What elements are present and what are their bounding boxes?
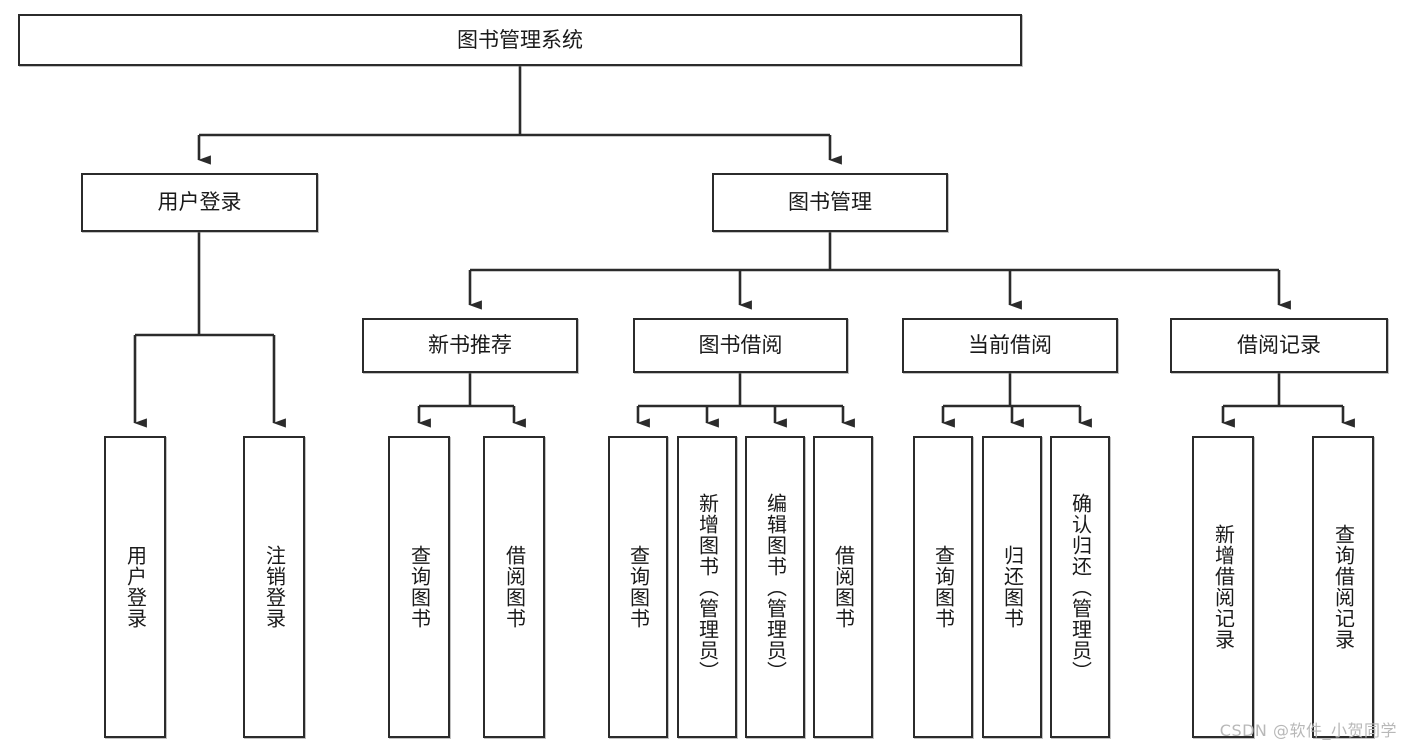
- node-label: 归还图书: [1000, 545, 1025, 629]
- node-leaf-user-logout[interactable]: 注销登录: [243, 436, 305, 738]
- node-leaf-add-book-admin[interactable]: 新增图书（管理员）: [677, 436, 737, 738]
- node-leaf-return-book[interactable]: 归还图书: [982, 436, 1042, 738]
- node-user-login[interactable]: 用户登录: [81, 173, 318, 232]
- node-label: 新增图书（管理员）: [695, 492, 720, 682]
- node-label: 新书推荐: [428, 333, 512, 358]
- node-label: 查询图书: [407, 545, 432, 629]
- node-label: 图书管理: [788, 190, 872, 215]
- node-leaf-edit-book-admin[interactable]: 编辑图书（管理员）: [745, 436, 805, 738]
- node-label: 查询图书: [626, 545, 651, 629]
- node-leaf-user-login[interactable]: 用户登录: [104, 436, 166, 738]
- node-book-management[interactable]: 图书管理: [712, 173, 948, 232]
- node-current-borrowing[interactable]: 当前借阅: [902, 318, 1118, 373]
- node-label: 图书借阅: [698, 333, 783, 358]
- node-label: 查询图书: [931, 545, 956, 629]
- node-leaf-query-borrow-record[interactable]: 查询借阅记录: [1312, 436, 1374, 738]
- node-label: 图书管理系统: [457, 27, 583, 52]
- node-label: 借阅图书: [502, 545, 527, 629]
- node-label: 新增借阅记录: [1211, 524, 1236, 650]
- node-label: 确认归还（管理员）: [1068, 492, 1093, 682]
- node-leaf-borrow-book-recommendation[interactable]: 借阅图书: [483, 436, 545, 738]
- node-leaf-borrow-book-borrowing[interactable]: 借阅图书: [813, 436, 873, 738]
- node-label: 用户登录: [157, 190, 242, 215]
- node-book-borrowing[interactable]: 图书借阅: [633, 318, 848, 373]
- node-label: 借阅图书: [831, 545, 856, 629]
- watermark: CSDN @软件_小贺同学: [1219, 721, 1397, 740]
- node-leaf-confirm-return-admin[interactable]: 确认归还（管理员）: [1050, 436, 1110, 738]
- node-label: 用户登录: [123, 545, 148, 629]
- node-leaf-query-book-current[interactable]: 查询图书: [913, 436, 973, 738]
- node-label: 当前借阅: [968, 333, 1052, 358]
- node-borrowing-record[interactable]: 借阅记录: [1170, 318, 1388, 373]
- node-label: 借阅记录: [1237, 333, 1321, 358]
- node-leaf-query-book-borrowing[interactable]: 查询图书: [608, 436, 668, 738]
- node-root-book-management-system[interactable]: 图书管理系统: [18, 14, 1022, 66]
- node-leaf-query-book-recommendation[interactable]: 查询图书: [388, 436, 450, 738]
- node-label: 查询借阅记录: [1331, 524, 1356, 650]
- node-new-book-recommendation[interactable]: 新书推荐: [362, 318, 578, 373]
- node-label: 注销登录: [262, 545, 287, 629]
- node-leaf-add-borrow-record[interactable]: 新增借阅记录: [1192, 436, 1254, 738]
- node-label: 编辑图书（管理员）: [763, 492, 788, 682]
